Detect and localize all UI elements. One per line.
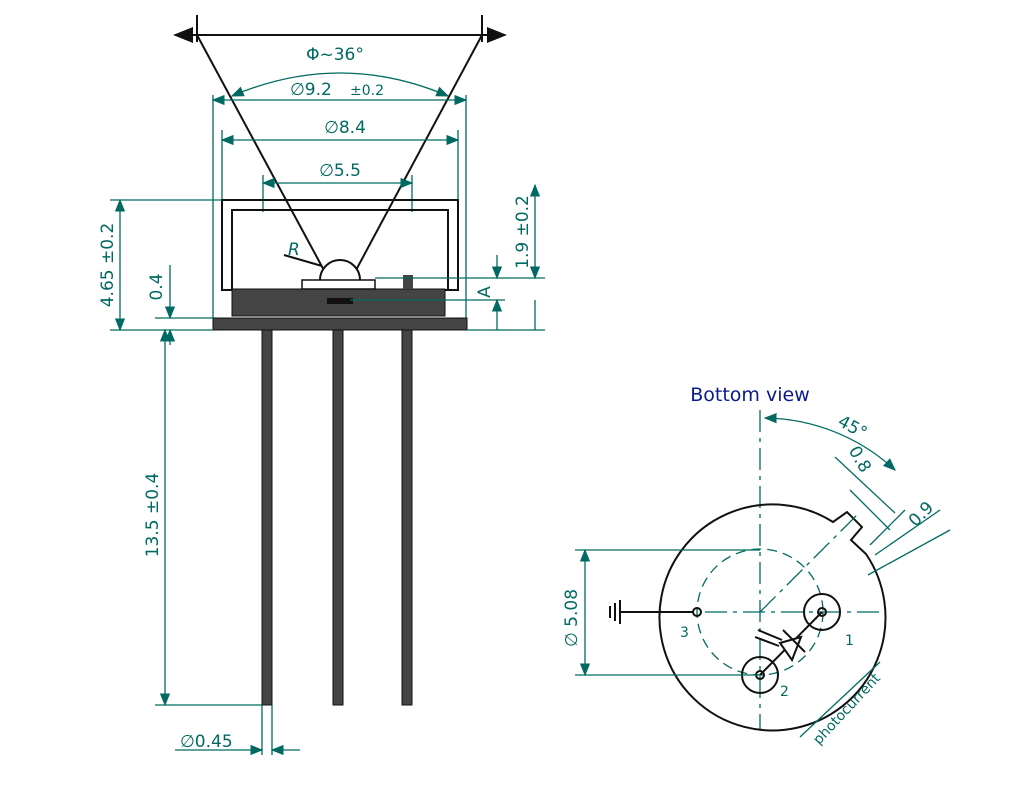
beam-angle-arc — [230, 72, 450, 97]
outer-dia-tolerance: ±0.2 — [350, 83, 384, 99]
pin-1-pad — [803, 593, 841, 631]
outer-dia-label: ∅9.2 — [290, 80, 332, 100]
chip-height-label: 1.9 ±0.2 — [513, 195, 533, 269]
pin-2-label: 2 — [780, 684, 789, 700]
tab-length-label: 0.9 — [905, 498, 938, 531]
chip — [301, 279, 376, 290]
bottom-view: Bottom view ∅ 5.08 45° 0.8 — [562, 384, 951, 748]
pin-3-label: 3 — [680, 625, 689, 641]
can-outline-with-tab — [658, 503, 887, 732]
photocurrent-label: photocurrent — [810, 670, 884, 748]
beam-angle-label: Φ~36° — [306, 45, 364, 65]
bottom-view-title: Bottom view — [690, 384, 809, 406]
lens-dome — [319, 259, 361, 281]
lead-3 — [401, 329, 413, 706]
beam-edge-right — [339, 34, 483, 301]
lead-dia-label: ∅0.45 — [180, 732, 233, 752]
photodiode-symbol — [778, 635, 803, 663]
lead-length-label: 13.5 ±0.4 — [143, 473, 163, 558]
flange — [212, 317, 468, 331]
lens-radius-label: R — [288, 240, 300, 260]
window-dia-label: ∅5.5 — [319, 161, 361, 181]
flange-label: 0.4 — [147, 273, 167, 300]
ref-a-label: A — [475, 286, 495, 298]
pitch-circle-label: ∅ 5.08 — [562, 589, 582, 647]
tab-angle-label: 45° — [834, 412, 870, 444]
height-label: 4.65 ±0.2 — [98, 223, 118, 308]
bond-post — [403, 275, 413, 289]
ground-icon — [609, 600, 621, 624]
tab-angle-arc — [763, 412, 896, 471]
side-view: R Φ~36° ∅9.2 ±0.2 ∅8.4 ∅5.5 4.65 ±0.2 — [98, 15, 545, 756]
radius-leader — [283, 254, 323, 267]
lead-1 — [261, 329, 273, 706]
tab-width-label: 0.8 — [844, 443, 875, 476]
lead-2 — [332, 329, 344, 706]
pin-1-label: 1 — [845, 633, 854, 649]
cap-dia-label: ∅8.4 — [324, 118, 366, 138]
beam-edge-left — [196, 34, 341, 301]
